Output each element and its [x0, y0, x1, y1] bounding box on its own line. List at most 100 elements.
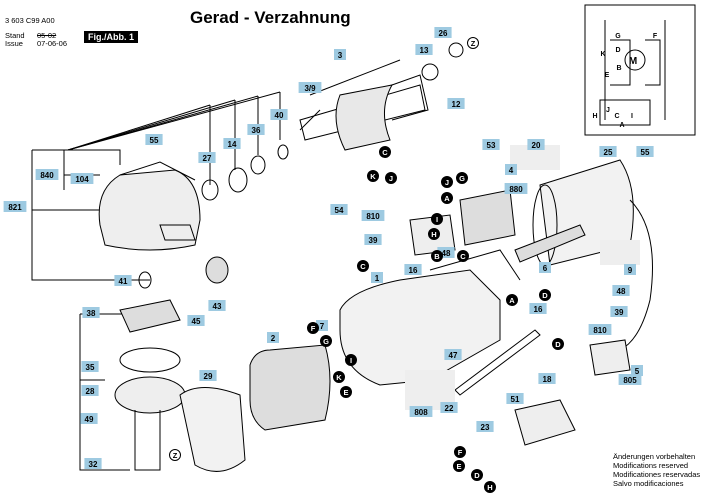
part-number: 18 [543, 375, 552, 384]
part-number: 3/9 [304, 84, 316, 93]
part-number: 39 [615, 308, 624, 317]
part-number: 51 [511, 395, 520, 404]
part-callout: 28 [81, 385, 99, 396]
connector-letter: D [552, 338, 564, 350]
part-callout-box [631, 365, 643, 376]
part-callout: 12 [447, 98, 465, 109]
part-callout-box [599, 146, 617, 157]
part-number: 26 [439, 29, 448, 38]
connector-letter-circle [441, 192, 453, 204]
connector-letter-text: F [311, 324, 316, 333]
part-number: 5 [635, 367, 640, 376]
connector-letter-text: E [456, 462, 461, 471]
part-callout-box [434, 27, 452, 38]
circuit-letter: D [615, 47, 620, 54]
part-callout-box [330, 204, 348, 215]
part-callout: 7 [316, 320, 328, 331]
part-callout-box [636, 146, 654, 157]
part-number: 48 [442, 249, 451, 258]
part-callout-box [334, 49, 346, 60]
connector-letter-circle [506, 294, 518, 306]
part-callout: 5 [631, 365, 643, 376]
connector-letter-text: C [360, 262, 366, 271]
connector-letter-text: K [336, 373, 342, 382]
note-line: Änderungen vorbehalten [613, 452, 696, 461]
note-line: Modificationes reservadas [613, 470, 701, 479]
connector-letter: J [441, 176, 453, 188]
part-callout: 16 [404, 264, 422, 275]
part-callout-box [404, 264, 422, 275]
part-callout: 880 [504, 183, 528, 194]
part-callout: 104 [70, 173, 94, 184]
connector-letter-text: F [458, 448, 463, 457]
part-number: 20 [532, 141, 541, 150]
connector-letter: D [539, 289, 551, 301]
connector-letter: G [456, 172, 468, 184]
connector-letter: Z [467, 37, 479, 49]
part-callout-box [409, 406, 433, 417]
part-number: 4 [509, 166, 514, 175]
note-line: Modifications reserved [613, 461, 689, 470]
connector-letter: K [367, 170, 379, 182]
connector-letter-circle [379, 146, 391, 158]
connector-letter: H [484, 481, 496, 493]
part-number: 55 [150, 136, 159, 145]
part-callout: 840 [35, 169, 59, 180]
connector-letter-text: C [460, 252, 466, 261]
circuit-letter: J [606, 107, 610, 114]
connector-letter: E [453, 460, 465, 472]
part-callout-box [482, 139, 500, 150]
connector-letter-text: H [487, 483, 492, 492]
part-callout: 48 [612, 285, 630, 296]
part-callout-box [223, 138, 241, 149]
part-number: 6 [543, 264, 548, 273]
connector-letter: J [385, 172, 397, 184]
part-callout-box [199, 370, 217, 381]
part-number: 880 [509, 185, 523, 194]
connector-letter: I [431, 213, 443, 225]
part-number: 27 [203, 154, 212, 163]
connector-letter-circle [454, 446, 466, 458]
connector-letter: C [357, 260, 369, 272]
part-callout: 9 [624, 264, 636, 275]
part-callout-box [82, 307, 100, 318]
part-callout: 35 [81, 361, 99, 372]
stand-label: Stand [5, 31, 25, 40]
connector-letter: H [428, 228, 440, 240]
connector-letter: G [320, 335, 332, 347]
connector-letter: C [379, 146, 391, 158]
parts-linework [31, 4, 696, 472]
part-callout-box [267, 332, 279, 343]
part-number: 49 [85, 415, 94, 424]
part-callout-box [538, 373, 556, 384]
connector-letter: F [307, 322, 319, 334]
part-number: 25 [604, 148, 613, 157]
part-callout-box [198, 152, 216, 163]
part-number: 810 [593, 326, 607, 335]
part-callout-box [529, 303, 547, 314]
part-number: 43 [213, 302, 222, 311]
part-number: 104 [75, 175, 89, 184]
connector-letter-circle [385, 172, 397, 184]
part-number: 45 [192, 317, 201, 326]
connector-letter-circle [539, 289, 551, 301]
connector-letter-text: Z [471, 39, 476, 48]
part-callout: 16 [529, 303, 547, 314]
part-callout-box [371, 272, 383, 283]
connector-letter-circle [367, 170, 379, 182]
part-callout: 23 [476, 421, 494, 432]
part-callout-box [588, 324, 612, 335]
part-callout-box [612, 285, 630, 296]
part-number: 821 [8, 203, 22, 212]
stand-value: 05-02 [37, 31, 57, 40]
part-number: 36 [252, 126, 261, 135]
part-callout-box [437, 247, 455, 258]
part-number: 13 [420, 46, 429, 55]
part-number: 39 [369, 236, 378, 245]
part-callout-box [444, 349, 462, 360]
part-callout: 2 [267, 332, 279, 343]
part-callout: 808 [409, 406, 433, 417]
part-number: 54 [335, 206, 344, 215]
